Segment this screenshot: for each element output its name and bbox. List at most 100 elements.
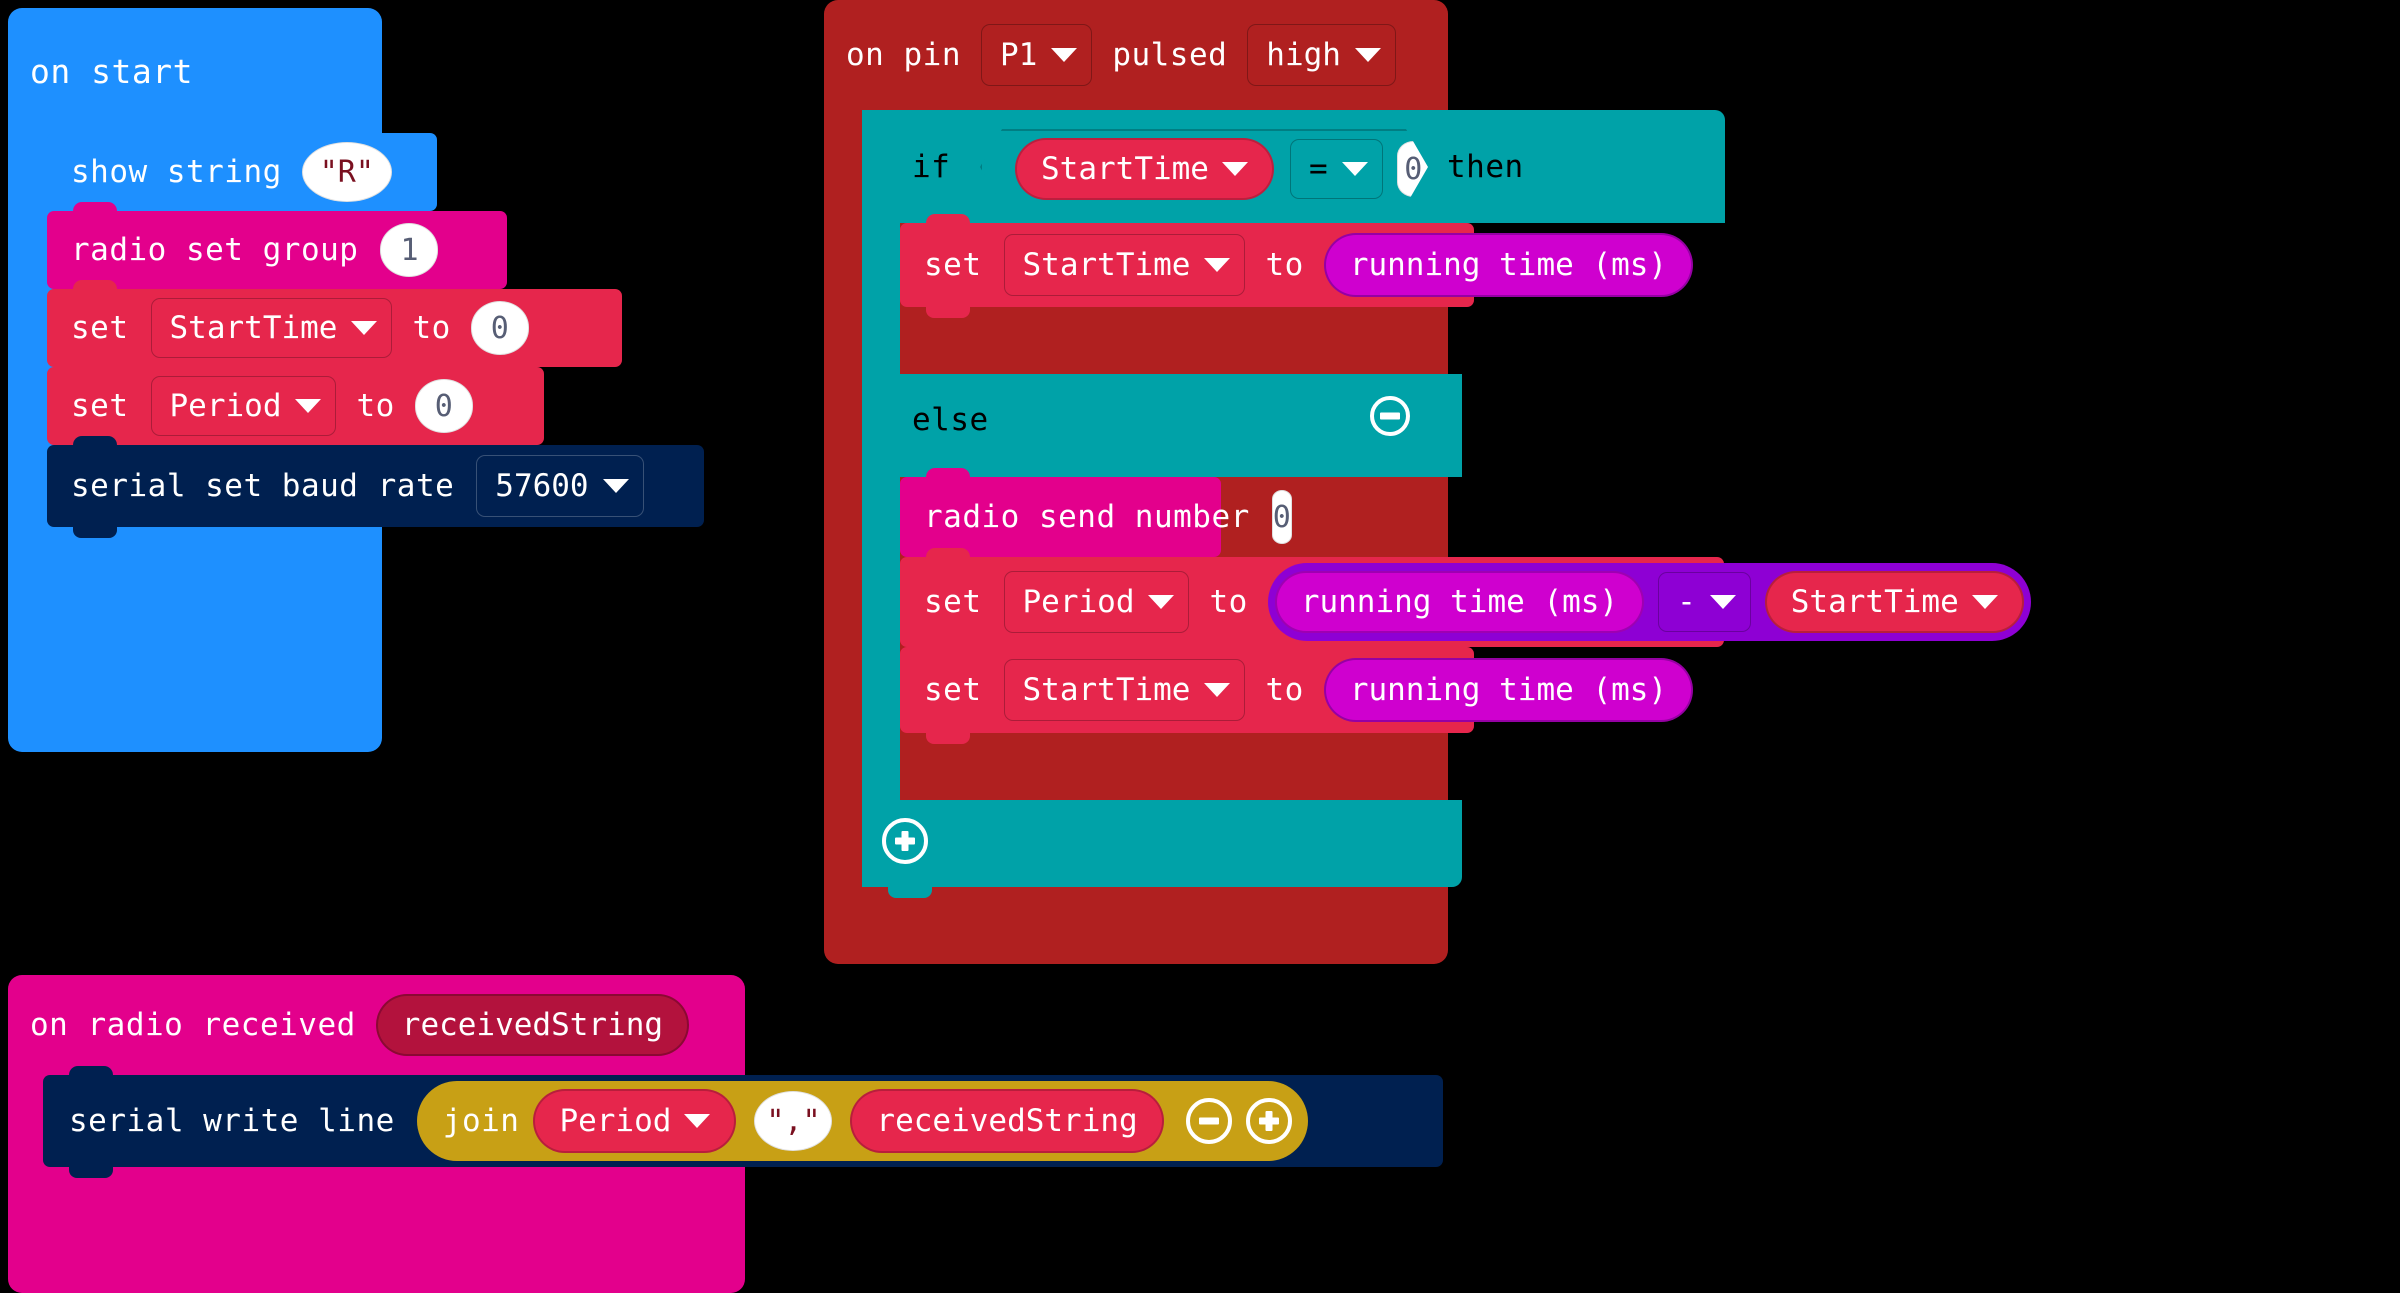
subtraction-operator-dropdown[interactable]: - [1658, 572, 1751, 632]
set-period-value-input[interactable]: 0 [414, 379, 473, 433]
join-label: join [442, 1102, 520, 1139]
pulse-level-dropdown[interactable]: high [1247, 24, 1396, 86]
reporter-label: Period [559, 1103, 672, 1139]
show-string-label: show string [71, 153, 282, 190]
plus-circle-icon[interactable] [1245, 1098, 1292, 1144]
serial-baud-label: serial set baud rate [71, 467, 455, 504]
if-bottom-notch [888, 887, 932, 898]
then-keyword-label: then [1447, 149, 1524, 185]
chevron-down-icon [602, 479, 629, 493]
notch-top [73, 358, 117, 369]
set-keyword-label: set [924, 583, 982, 620]
reporter-running-time[interactable]: running time (ms) [1274, 571, 1645, 633]
reporter-running-time[interactable]: running time (ms) [1323, 233, 1694, 297]
variable-reporter-starttime[interactable]: StartTime [1015, 138, 1274, 200]
block-radio-send-number[interactable]: radio send number 0 [900, 468, 1292, 557]
dropdown-value: high [1266, 37, 1341, 73]
block-show-string[interactable]: show string "R" [47, 124, 437, 211]
variable-dropdown-period[interactable]: Period [150, 376, 337, 436]
dropdown-value: P1 [999, 37, 1038, 73]
set-keyword-label: set [924, 246, 982, 283]
chevron-down-icon [1051, 48, 1078, 62]
radio-group-number-input[interactable]: 1 [380, 223, 439, 277]
block-if-else[interactable]: if then else StartTime = 0 set [862, 110, 2031, 898]
notch-top [926, 638, 970, 649]
pulsed-label: pulsed [1112, 36, 1228, 73]
minus-circle-icon[interactable] [1185, 1098, 1232, 1144]
plus-circle-icon[interactable] [882, 818, 928, 864]
notch-top [73, 436, 117, 447]
set-starttime-value-input[interactable]: 0 [470, 301, 529, 355]
variable-dropdown-period[interactable]: Period [1003, 571, 1190, 633]
dropdown-value: StartTime [1022, 672, 1191, 708]
notch-top [73, 202, 117, 213]
block-set-starttime-0[interactable]: set StartTime to 0 [47, 280, 622, 367]
on-radio-received-label: on radio received [30, 1006, 356, 1043]
script-on-start[interactable]: on start show string "R" radio set group… [8, 8, 704, 752]
variable-dropdown-starttime[interactable]: StartTime [1003, 234, 1246, 296]
on-pin-header: on pin P1 pulsed high [824, 0, 1448, 110]
block-serial-set-baud-rate[interactable]: serial set baud rate 57600 [47, 436, 704, 538]
notch-top [73, 280, 117, 291]
chevron-down-icon [1354, 48, 1381, 62]
chevron-down-icon [351, 321, 378, 335]
join-block[interactable]: join Period "," receivedString [416, 1081, 1308, 1161]
join-text-input[interactable]: "," [754, 1091, 833, 1151]
chevron-down-icon [295, 399, 322, 413]
else-header-bar [862, 374, 1462, 477]
set-keyword-label: set [71, 309, 129, 346]
dropdown-value: - [1677, 584, 1696, 620]
argument-reporter-receivedstring[interactable]: receivedString [850, 1089, 1164, 1153]
notch-top [69, 1066, 113, 1077]
block-serial-write-line[interactable]: serial write line join Period "," receiv… [43, 1066, 1443, 1178]
notch-bottom [926, 307, 970, 318]
block-set-starttime-running-time[interactable]: set StartTime to running time (ms) [900, 214, 1694, 318]
script-on-pin-pulsed[interactable]: on pin P1 pulsed high if then else [824, 0, 2031, 964]
argument-reporter-receivedstring[interactable]: receivedString [375, 994, 690, 1056]
variable-dropdown-starttime[interactable]: StartTime [1003, 659, 1246, 721]
math-subtraction-block[interactable]: running time (ms) - StartTime [1267, 563, 2031, 641]
comparison-operator-dropdown[interactable]: = [1289, 139, 1383, 199]
chevron-down-icon [1341, 162, 1368, 176]
on-start-label: on start [30, 52, 193, 91]
radio-set-group-label: radio set group [71, 231, 359, 268]
notch-top [926, 468, 970, 479]
show-string-text-input[interactable]: "R" [301, 142, 392, 202]
comparison-operator-block[interactable]: StartTime = 0 [980, 129, 1428, 205]
block-set-period-0[interactable]: set Period to 0 [47, 358, 544, 445]
reporter-running-time[interactable]: running time (ms) [1323, 658, 1694, 722]
variable-reporter-starttime[interactable]: StartTime [1764, 571, 2024, 633]
reporter-label: StartTime [1041, 151, 1209, 187]
chevron-down-icon [684, 1114, 711, 1128]
to-keyword-label: to [1209, 583, 1248, 620]
else-keyword-label: else [912, 402, 989, 438]
variable-dropdown-starttime[interactable]: StartTime [150, 298, 393, 358]
to-keyword-label: to [1265, 671, 1304, 708]
block-radio-set-group[interactable]: radio set group 1 [47, 202, 507, 289]
variable-reporter-period[interactable]: Period [533, 1089, 737, 1153]
dropdown-value: Period [169, 388, 282, 424]
notch-top [73, 124, 117, 135]
chevron-down-icon [1204, 258, 1231, 272]
notch-top [926, 214, 970, 225]
block-set-period-subtraction[interactable]: set Period to running time (ms) - StartT… [900, 548, 2031, 647]
chevron-down-icon [1204, 683, 1231, 697]
set-keyword-label: set [71, 387, 129, 424]
radio-send-number-input[interactable]: 0 [1271, 490, 1292, 544]
minus-circle-icon[interactable] [1370, 396, 1410, 436]
if-left-spine [862, 110, 900, 887]
pin-dropdown[interactable]: P1 [980, 24, 1093, 86]
dropdown-value: StartTime [169, 310, 338, 346]
to-keyword-label: to [412, 309, 451, 346]
on-radio-header: on radio received receivedString [8, 975, 745, 1075]
block-set-starttime-running-time-2[interactable]: set StartTime to running time (ms) [900, 638, 1694, 744]
baud-rate-dropdown[interactable]: 57600 [476, 455, 644, 517]
dropdown-value: = [1308, 151, 1328, 187]
reporter-label: StartTime [1790, 584, 1959, 620]
script-on-radio-received[interactable]: on radio received receivedString serial … [8, 975, 1443, 1293]
set-keyword-label: set [924, 671, 982, 708]
chevron-down-icon [1148, 595, 1175, 609]
serial-write-line-label: serial write line [69, 1102, 395, 1139]
to-keyword-label: to [1265, 246, 1304, 283]
